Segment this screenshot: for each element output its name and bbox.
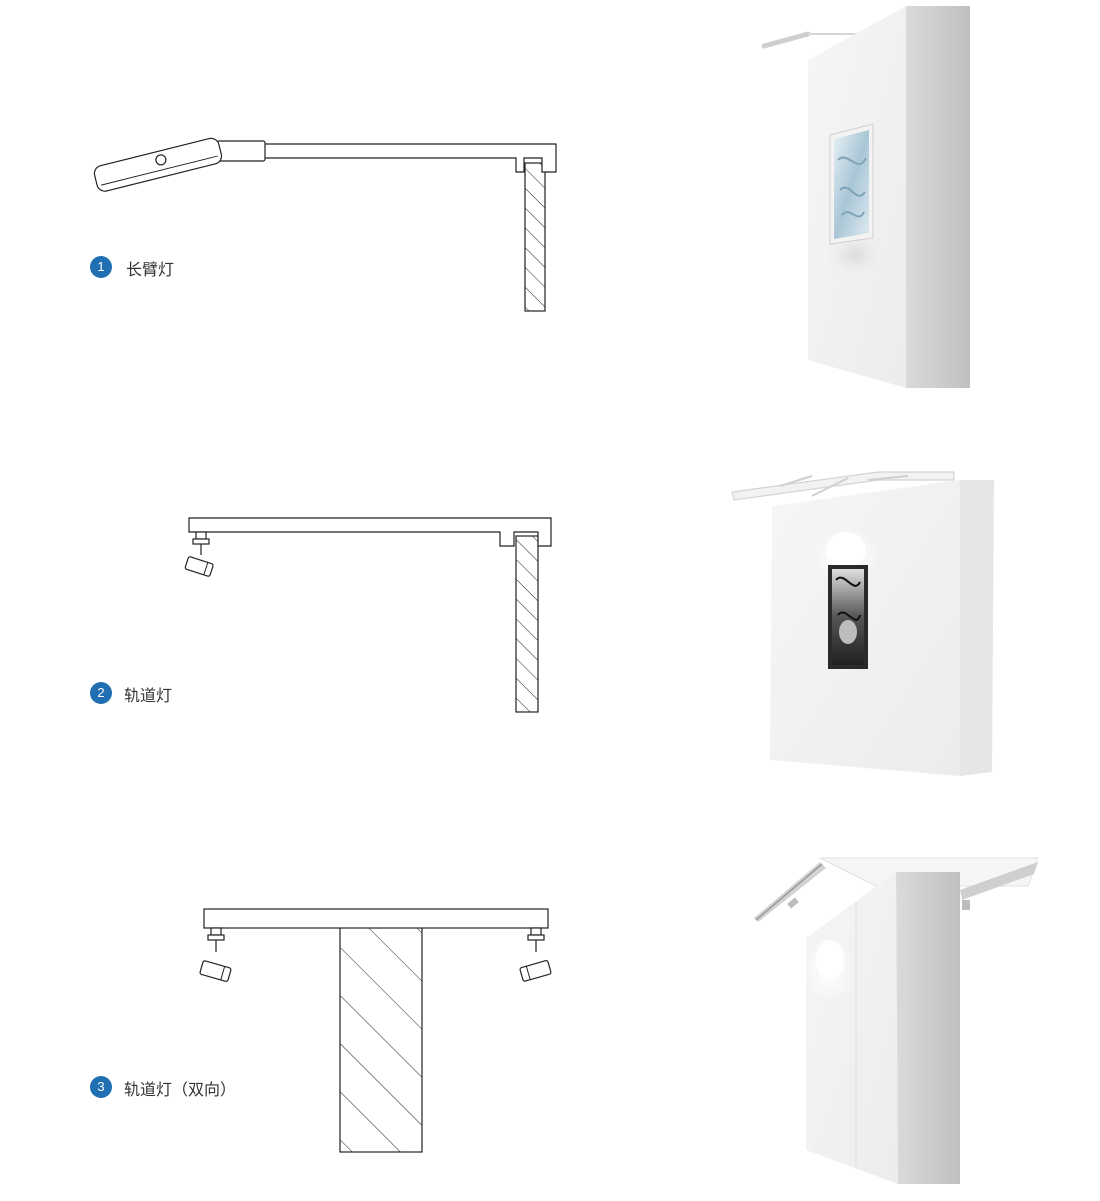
section-long-arm-light: 1 长臂灯 (0, 0, 1100, 400)
item-number-badge: 2 (90, 682, 112, 704)
item-label: 长臂灯 (126, 260, 175, 279)
item-label: 轨道灯（双向） (124, 1080, 237, 1099)
item-number-badge: 1 (90, 256, 112, 278)
track-light-bidirectional-diagram (199, 908, 552, 1153)
section-track-light: 2 轨道灯 (0, 400, 1100, 800)
item-number-badge: 3 (90, 1076, 112, 1098)
track-light-diagram (184, 517, 552, 713)
long-arm-light-render (761, 6, 970, 388)
track-light-render (731, 471, 994, 776)
long-arm-light-diagram (93, 137, 557, 312)
item-label: 轨道灯 (124, 686, 173, 705)
section-track-light-bidirectional: 3 轨道灯（双向） (0, 800, 1100, 1201)
track-light-bidirectional-render (754, 857, 1039, 1184)
